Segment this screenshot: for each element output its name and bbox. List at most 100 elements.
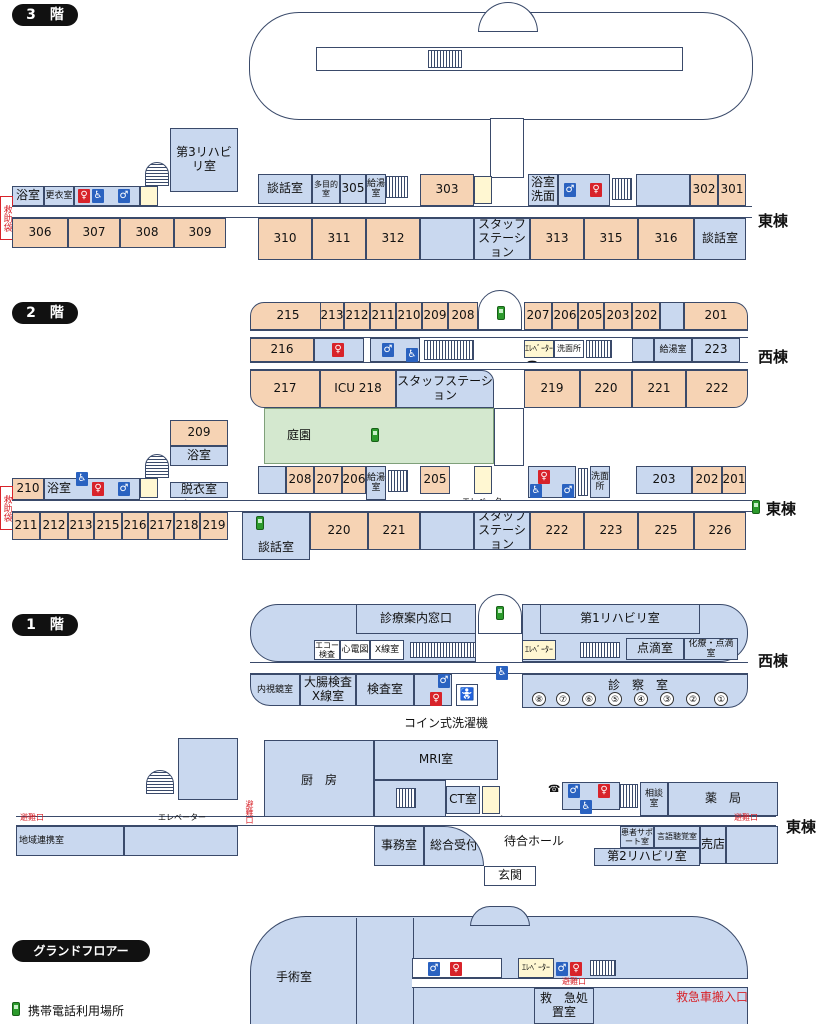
f1-coin: コイン式洗濯機 [404, 716, 489, 730]
f2-208: 208 [448, 302, 478, 330]
phone-legend: 携帯電話利用場所 [28, 1004, 125, 1018]
f2-wash-e: 洗面所 [590, 466, 610, 498]
f2-223: 223 [692, 338, 740, 362]
female-restroom-icon: ♀ [450, 962, 462, 976]
f1-reception: 診療案内窓口 [356, 604, 476, 634]
f1-ecg: 心電図 [340, 640, 370, 660]
f2-215: 215 [250, 302, 326, 330]
f2-west-wing-label: 西棟 [758, 348, 789, 366]
f3-corridor [12, 206, 752, 218]
telephone-icon: ☎ [548, 784, 561, 795]
f2-210: 210 [396, 302, 422, 330]
floor-3-label: 3 階 [12, 4, 78, 26]
f2-205: 205 [578, 302, 604, 330]
f2-west-stairs2 [586, 340, 612, 358]
clinic-8: ⑧ [532, 692, 546, 706]
f2-icu: ICU 218 [320, 370, 396, 408]
f2-connector [494, 408, 524, 466]
phone-icon [752, 500, 760, 514]
f3-east-wing-label: 東棟 [758, 212, 789, 230]
clinic-1: ① [714, 692, 728, 706]
f1-pharmacy: 薬 局 [668, 782, 778, 816]
f3-multi: 多目的室 [312, 174, 340, 204]
f3-talk1: 談話室 [258, 174, 312, 204]
f1-kitchen: 厨 房 [264, 740, 374, 822]
phone-icon [497, 306, 505, 320]
male-restroom-icon: ♂ [556, 962, 568, 976]
female-restroom-icon: ♀ [430, 692, 442, 706]
f2-room-blank [660, 302, 684, 330]
f3-rescue-text: 救助袋 [1, 204, 12, 232]
f2-east-corridor [12, 500, 752, 512]
gf-evac: 避難口 [562, 977, 586, 986]
f3-rehab3: 第3リハビリ室 [170, 128, 238, 192]
f1-chemo: 化療・点滴室 [684, 638, 738, 660]
male-restroom-icon: ♂ [428, 962, 440, 976]
f3-mid-stairs [386, 176, 408, 198]
f2-206e: 206 [342, 466, 366, 494]
f2-203e: 203 [636, 466, 692, 494]
f1-entrance: 玄関 [484, 866, 536, 886]
f1-evac-east: 避難口 [734, 813, 758, 822]
f2-221: 221 [632, 370, 686, 408]
f3-room-blank2 [420, 218, 474, 260]
f2-west-elevator: ｴﾚﾍﾞｰﾀｰ [524, 340, 554, 358]
f1-patient: 患者サポート室 [620, 826, 654, 848]
f2-bath-e-label: 浴室 [47, 481, 72, 496]
f1-blank-w [124, 826, 238, 856]
f2-221e: 221 [368, 512, 420, 550]
f1-west-wing-label: 西棟 [758, 652, 789, 670]
f2-212e: 212 [40, 512, 68, 540]
f2-206: 206 [552, 302, 578, 330]
f1-exam: 検査室 [356, 674, 414, 706]
f2-219: 219 [524, 370, 580, 408]
f3-connector [490, 118, 524, 178]
phone-icon [12, 1002, 20, 1016]
f2-west-corridor [250, 362, 748, 370]
male-restroom-icon: ♂ [118, 482, 130, 496]
f1-colon: 大腸検査X線室 [300, 674, 356, 706]
f2-bath: 浴室 [170, 446, 228, 466]
f2-211: 211 [12, 512, 40, 540]
f2-208e: 208 [286, 466, 314, 494]
f2-209: 209 [422, 302, 448, 330]
f2-staff-west: スタッフステーション [396, 370, 494, 408]
f1-baby-room: 🚼 [456, 684, 478, 706]
f1-shop: 売店 [700, 826, 726, 864]
f1-blank-e [726, 826, 778, 864]
f1-rehab2: 第2リハビリ室 [594, 848, 700, 866]
male-restroom-icon: ♂ [568, 784, 580, 798]
female-restroom-icon: ♀ [538, 470, 550, 484]
f3-west-elevator [140, 186, 158, 206]
f3-312: 312 [366, 218, 420, 260]
f1-east-wing-label: 東棟 [786, 818, 817, 836]
f2-202e: 202 [692, 466, 722, 494]
f3-tower [478, 2, 538, 32]
wheelchair-icon: ♿ [530, 484, 542, 498]
f1-endo: 内視鏡室 [250, 674, 300, 706]
f3-301: 301 [718, 174, 746, 206]
f2-talk: 談話室 [242, 512, 310, 560]
f1-drip: 点滴室 [626, 638, 684, 660]
f2-207: 207 [524, 302, 552, 330]
f2-203: 203 [604, 302, 632, 330]
gf-partition [356, 918, 414, 1024]
f1-clinic: 診 察 室 [608, 678, 669, 692]
gf-corridor [412, 978, 748, 988]
f2-staff-east: スタッフステーション [474, 512, 530, 550]
f2-garden: 庭園 [264, 408, 494, 464]
wheelchair-icon: ♿ [76, 472, 88, 486]
f3-308: 308 [120, 218, 174, 248]
female-restroom-icon: ♀ [598, 784, 610, 798]
f2-217e: 217 [148, 512, 174, 540]
f1-mid-elevator [482, 786, 500, 814]
f3-talk2: 談話室 [694, 218, 746, 260]
phone-icon [371, 428, 379, 442]
f1-evac-west: 避難口 [20, 813, 44, 822]
clinic-6: ⑥ [582, 692, 596, 706]
f2-216e: 216 [122, 512, 148, 540]
f2-225: 225 [638, 512, 694, 550]
f1-clinic-numbers: ⑧ ⑦ ⑥ ⑤ ④ ③ ② ① [530, 692, 730, 708]
f2-220e: 220 [310, 512, 368, 550]
f2-undress: 脱衣室 [170, 482, 228, 498]
